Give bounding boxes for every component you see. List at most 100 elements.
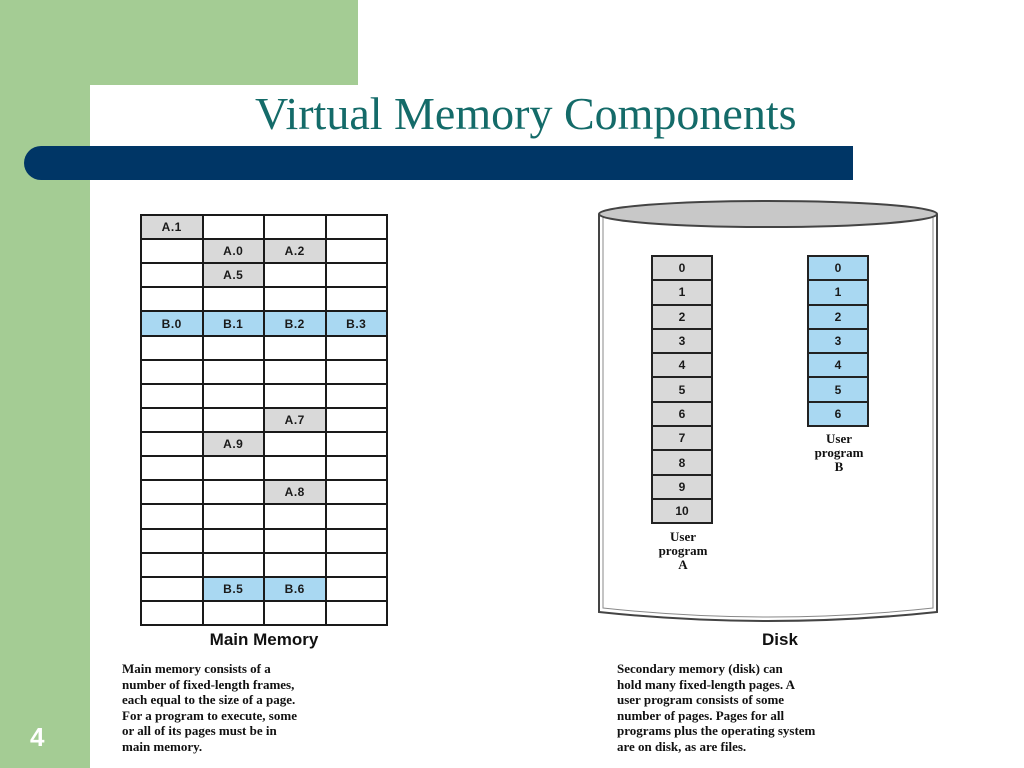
memory-frame-empty [142,505,202,528]
memory-frame-empty [265,433,325,456]
program-a-page-9: 9 [653,475,711,498]
memory-frame-empty [265,553,325,576]
memory-frame-a-7: A.7 [265,408,325,432]
memory-frame-empty [142,457,202,480]
program-a-page-0: 0 [653,257,711,280]
memory-frame-empty [326,384,386,407]
memory-frame-b-6: B.6 [265,577,325,600]
program-b-page-5: 5 [809,378,867,401]
memory-frame-empty [326,336,386,359]
sidebar-background [0,0,90,768]
slide-title: Virtual Memory Components [255,88,797,139]
program-a-page-8: 8 [653,451,711,474]
title-underline-bar [24,146,853,180]
program-b-label: User program B [814,431,864,474]
memory-frame-empty [265,457,325,480]
memory-frame-empty [326,433,386,456]
memory-frame-b-3: B.3 [326,312,386,335]
program-a-label: User program A [658,529,708,572]
memory-frame-empty [265,336,325,359]
program-b-page-4: 4 [809,354,867,377]
program-a-page-7: 7 [653,427,711,450]
memory-frame-empty [203,529,263,552]
disk-description: Secondary memory (disk) can hold many fi… [617,661,816,754]
memory-frame-empty [326,577,386,600]
memory-frame-empty [142,601,202,624]
program-b-page-1: 1 [809,281,867,304]
program-a-page-10: 10 [653,499,711,523]
memory-frame-empty [203,481,263,504]
memory-frame-empty [203,288,263,311]
memory-frame-b-1: B.1 [203,312,263,335]
memory-frame-empty [142,433,202,456]
memory-frame-empty [203,457,263,480]
memory-frame-b-0: B.0 [142,312,202,335]
memory-frame-empty [142,264,202,287]
memory-frame-empty [142,384,202,407]
memory-frame-b-5: B.5 [203,577,263,600]
memory-frame-b-2: B.2 [265,312,325,335]
memory-frame-a-1: A.1 [142,216,202,239]
memory-frame-empty [265,529,325,552]
program-a-page-6: 6 [653,402,711,426]
memory-frame-empty [326,529,386,552]
memory-frame-empty [265,505,325,528]
memory-frame-empty [142,577,202,600]
memory-frame-empty [142,553,202,576]
memory-frame-empty [142,481,202,504]
memory-frame-empty [265,288,325,311]
memory-frame-empty [326,264,386,287]
program-a-page-1: 1 [653,281,711,304]
memory-frame-empty [142,288,202,311]
header-background [90,0,358,85]
program-b-page-0: 0 [809,257,867,280]
memory-frame-empty [203,384,263,407]
memory-frame-a-8: A.8 [265,481,325,504]
memory-frame-empty [203,505,263,528]
memory-frame-empty [265,384,325,407]
memory-frame-empty [203,216,263,239]
memory-frame-empty [326,481,386,504]
memory-frame-empty [203,408,263,432]
memory-frame-empty [203,360,263,383]
memory-frame-empty [265,216,325,239]
slide-number: 4 [30,722,45,752]
memory-frame-empty [203,336,263,359]
memory-frame-empty [203,601,263,624]
disk-label: Disk [762,630,798,649]
memory-frame-a-0: A.0 [203,240,263,263]
memory-frame-empty [326,553,386,576]
memory-frame-empty [142,240,202,263]
memory-frame-a-5: A.5 [203,264,263,287]
main-memory-description: Main memory consists of a number of fixe… [122,661,297,754]
memory-frame-empty [265,601,325,624]
memory-frame-empty [142,408,202,432]
memory-frame-empty [142,529,202,552]
memory-frame-a-9: A.9 [203,433,263,456]
memory-frame-empty [142,336,202,359]
program-b-page-3: 3 [809,329,867,353]
memory-frame-empty [265,360,325,383]
memory-frame-empty [203,553,263,576]
program-b-page-6: 6 [809,402,867,426]
memory-frame-empty [326,288,386,311]
memory-frame-a-2: A.2 [265,240,325,263]
memory-frame-empty [265,264,325,287]
memory-frame-empty [326,601,386,624]
memory-frame-empty [142,360,202,383]
main-memory-label: Main Memory [209,630,319,649]
program-b-page-2: 2 [809,305,867,328]
program-a-page-2: 2 [653,305,711,328]
memory-frame-empty [326,408,386,432]
memory-frame-empty [326,216,386,239]
memory-frame-empty [326,360,386,383]
memory-frame-empty [326,457,386,480]
memory-frame-empty [326,240,386,263]
memory-frame-empty [326,505,386,528]
program-a-page-5: 5 [653,378,711,401]
program-a-page-4: 4 [653,354,711,377]
program-a-page-3: 3 [653,329,711,353]
